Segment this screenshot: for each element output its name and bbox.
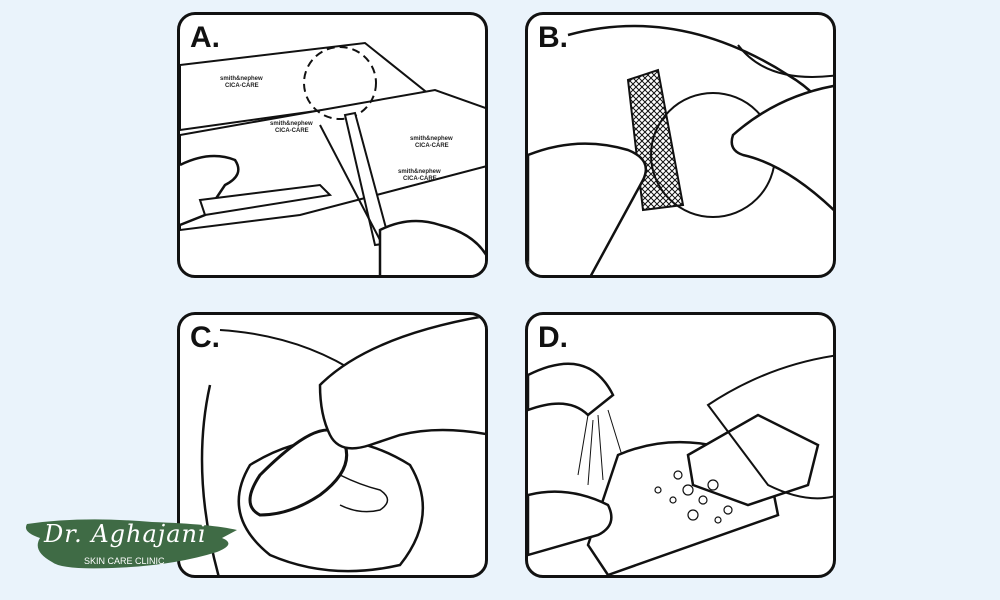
svg-text:smith&nephew: smith&nephew bbox=[270, 121, 313, 127]
step-d-panel: D. bbox=[525, 312, 836, 578]
step-c-panel: C. bbox=[177, 312, 488, 578]
svg-text:smith&nephew: smith&nephew bbox=[398, 169, 441, 175]
clinic-logo: Dr. Aghajani SKIN CARE CLINIC bbox=[22, 516, 242, 576]
step-a-panel: A. smith&nephew CICA-CARE smith&nephew C… bbox=[177, 12, 488, 278]
step-b-panel: B. bbox=[525, 12, 836, 278]
svg-text:CICA-CARE: CICA-CARE bbox=[225, 83, 259, 89]
cutting-sheet-illustration: smith&nephew CICA-CARE smith&nephew CICA… bbox=[180, 41, 485, 275]
svg-text:CICA-CARE: CICA-CARE bbox=[415, 143, 449, 149]
svg-text:smith&nephew: smith&nephew bbox=[410, 136, 453, 142]
washing-sheet-illustration bbox=[528, 354, 833, 575]
removing-backing-illustration bbox=[528, 24, 833, 275]
logo-subtitle: SKIN CARE CLINIC bbox=[84, 556, 165, 566]
step-b-label: B. bbox=[538, 21, 568, 54]
step-a-label: A. bbox=[190, 21, 220, 54]
svg-text:smith&nephew: smith&nephew bbox=[220, 76, 263, 82]
applying-sheet-illustration bbox=[200, 315, 485, 575]
step-d-label: D. bbox=[538, 321, 568, 354]
brush-stroke-logo-background bbox=[25, 519, 238, 569]
step-c-label: C. bbox=[190, 321, 220, 354]
logo-name: Dr. Aghajani bbox=[44, 520, 207, 548]
sheet-brand-labels: smith&nephew CICA-CARE smith&nephew CICA… bbox=[220, 76, 453, 182]
svg-text:CICA-CARE: CICA-CARE bbox=[403, 176, 437, 182]
svg-text:CICA-CARE: CICA-CARE bbox=[275, 128, 309, 134]
